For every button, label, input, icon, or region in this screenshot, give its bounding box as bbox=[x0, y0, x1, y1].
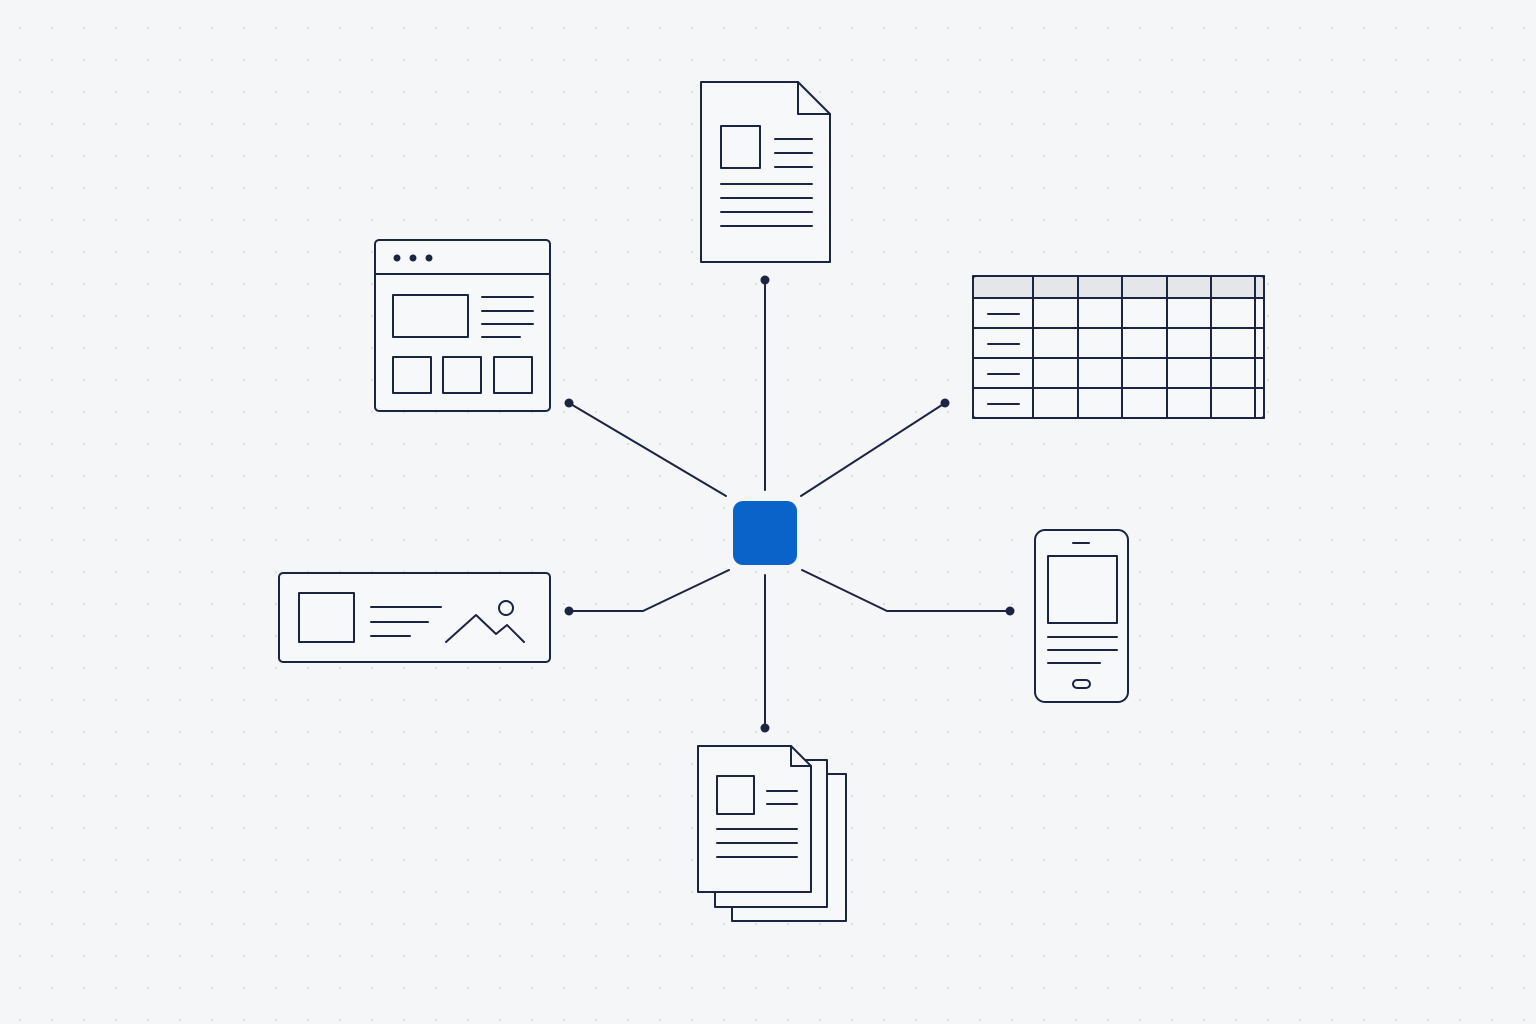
connectors bbox=[564, 275, 1015, 733]
central-hub-icon[interactable] bbox=[733, 501, 797, 565]
connector-mobile bbox=[801, 569, 1011, 612]
connector-web-page bbox=[568, 402, 727, 497]
connector-dot-stacked-documents bbox=[760, 723, 770, 733]
browser-window-icon[interactable] bbox=[374, 239, 551, 412]
connector-dot-spreadsheet bbox=[940, 398, 950, 408]
mountain-image-icon bbox=[445, 614, 525, 643]
mobile-phone-icon[interactable] bbox=[1034, 529, 1129, 703]
window-dot-icon bbox=[425, 254, 433, 262]
sun-icon bbox=[498, 600, 514, 616]
connector-dot-web-page bbox=[564, 398, 574, 408]
document-icon[interactable] bbox=[700, 81, 831, 263]
connector-dot-media-banner bbox=[564, 606, 574, 616]
connector-spreadsheet bbox=[800, 402, 946, 497]
connector-dot-mobile bbox=[1005, 606, 1015, 616]
table-border bbox=[972, 275, 1265, 419]
connector-dot-document bbox=[760, 275, 770, 285]
connector-media-banner bbox=[568, 569, 730, 612]
table-grid-icon[interactable] bbox=[972, 275, 1265, 419]
window-dot-icon bbox=[393, 254, 401, 262]
stacked-documents-icon[interactable] bbox=[697, 745, 847, 922]
window-dot-icon bbox=[409, 254, 417, 262]
media-card-icon[interactable] bbox=[278, 572, 551, 663]
